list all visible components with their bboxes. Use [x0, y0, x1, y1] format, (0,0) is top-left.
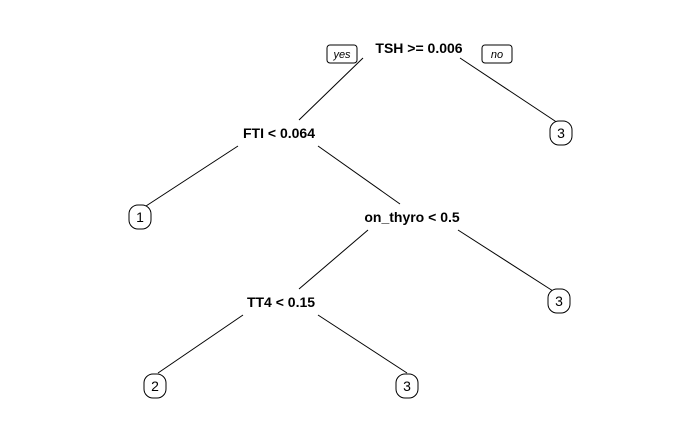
edge-root-to-fti: [298, 57, 364, 121]
leaf-fti-yes-box: [128, 204, 152, 230]
leaf-tt4-no-value: 3: [403, 378, 411, 394]
leaf-root-no-box: [549, 120, 573, 146]
leaf-fti-yes: 1: [128, 204, 152, 230]
branch-tag-yes-box: [326, 44, 358, 64]
split-label-tt4: TT4 < 0.15: [247, 294, 315, 310]
branch-tag-no-text: no: [491, 49, 503, 61]
leaf-tt4-yes-box: [143, 373, 167, 399]
root-split-label: TSH >= 0.006: [375, 40, 462, 56]
edge-root-to-leaf-root-no: [459, 57, 559, 124]
branch-tag-yes: yes: [326, 44, 358, 64]
leaf-fti-yes-value: 1: [136, 209, 144, 225]
tree-edges: [145, 57, 559, 374]
branch-tag-no-box: [481, 44, 513, 64]
branch-tag-no: no: [481, 44, 513, 64]
leaf-tt4-no: 3: [395, 373, 419, 399]
edge-fti-to-on-thyro: [317, 145, 401, 205]
branch-tag-yes-text: yes: [332, 49, 351, 61]
leaf-tt4-yes-value: 2: [151, 378, 159, 394]
split-label-fti: FTI < 0.064: [243, 125, 315, 141]
leaf-root-no: 3: [549, 120, 573, 146]
edge-tt4-to-leaf-tt4-yes: [157, 314, 244, 374]
leaf-tt4-no-box: [395, 373, 419, 399]
leaf-tt4-yes: 2: [143, 373, 167, 399]
edge-on-thyro-to-tt4: [298, 229, 369, 290]
edge-fti-to-leaf-fti-yes: [145, 145, 239, 207]
leaf-root-no-value: 3: [557, 125, 565, 141]
leaf-on-thyro-no: 3: [547, 288, 571, 314]
edge-on-thyro-to-leaf-on-thyro-no: [457, 229, 554, 292]
edge-tt4-to-leaf-tt4-no: [317, 314, 408, 374]
split-label-on-thyro: on_thyro < 0.5: [364, 209, 460, 225]
leaf-on-thyro-no-value: 3: [555, 293, 563, 309]
leaf-on-thyro-no-box: [547, 288, 571, 314]
